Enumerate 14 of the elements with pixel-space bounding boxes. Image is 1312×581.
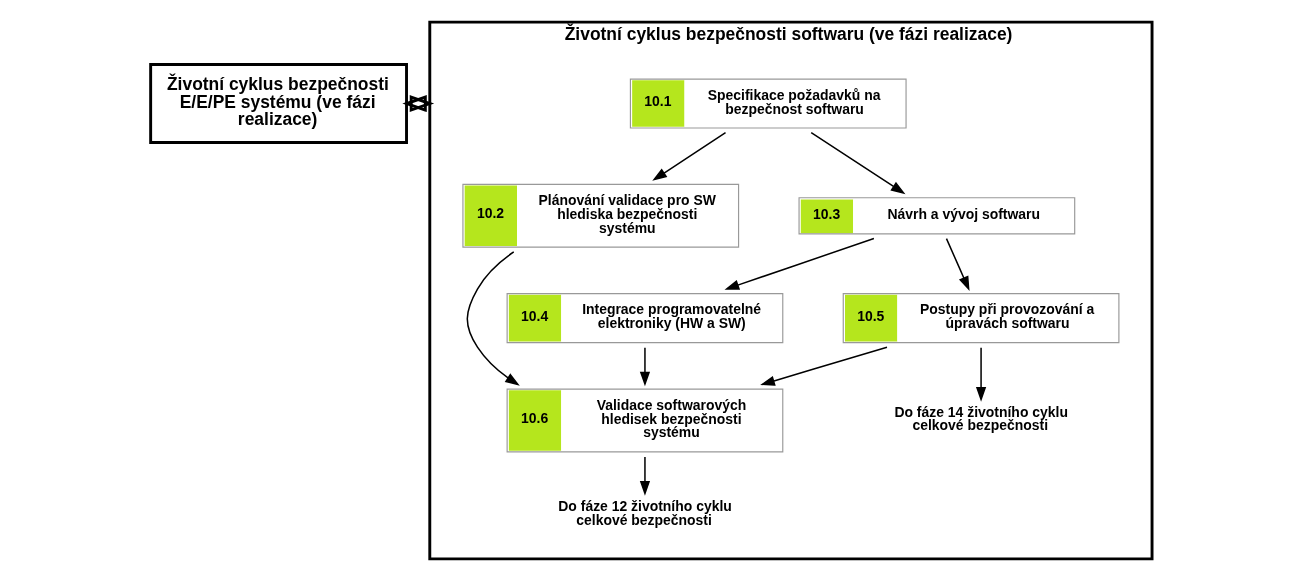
arrow [975, 346, 987, 402]
arrow [639, 456, 651, 496]
arrow [409, 94, 435, 113]
node-text: Do fáze 14 životního cyklu celkové bezpečnosti [894, 403, 1068, 434]
arrow [810, 131, 906, 195]
arrow [402, 94, 427, 113]
node-box: Životní cyklus bezpečnosti E/E/PE systému (ve fázi realizace) [149, 63, 408, 144]
arrow [760, 346, 888, 386]
node-text: Do fáze 12 životního cyklu celkové bezpečnosti [558, 497, 732, 528]
arrow [639, 346, 651, 387]
arrow [724, 237, 875, 290]
arrow [945, 237, 970, 291]
arrow [652, 131, 727, 181]
arrow [466, 251, 520, 386]
